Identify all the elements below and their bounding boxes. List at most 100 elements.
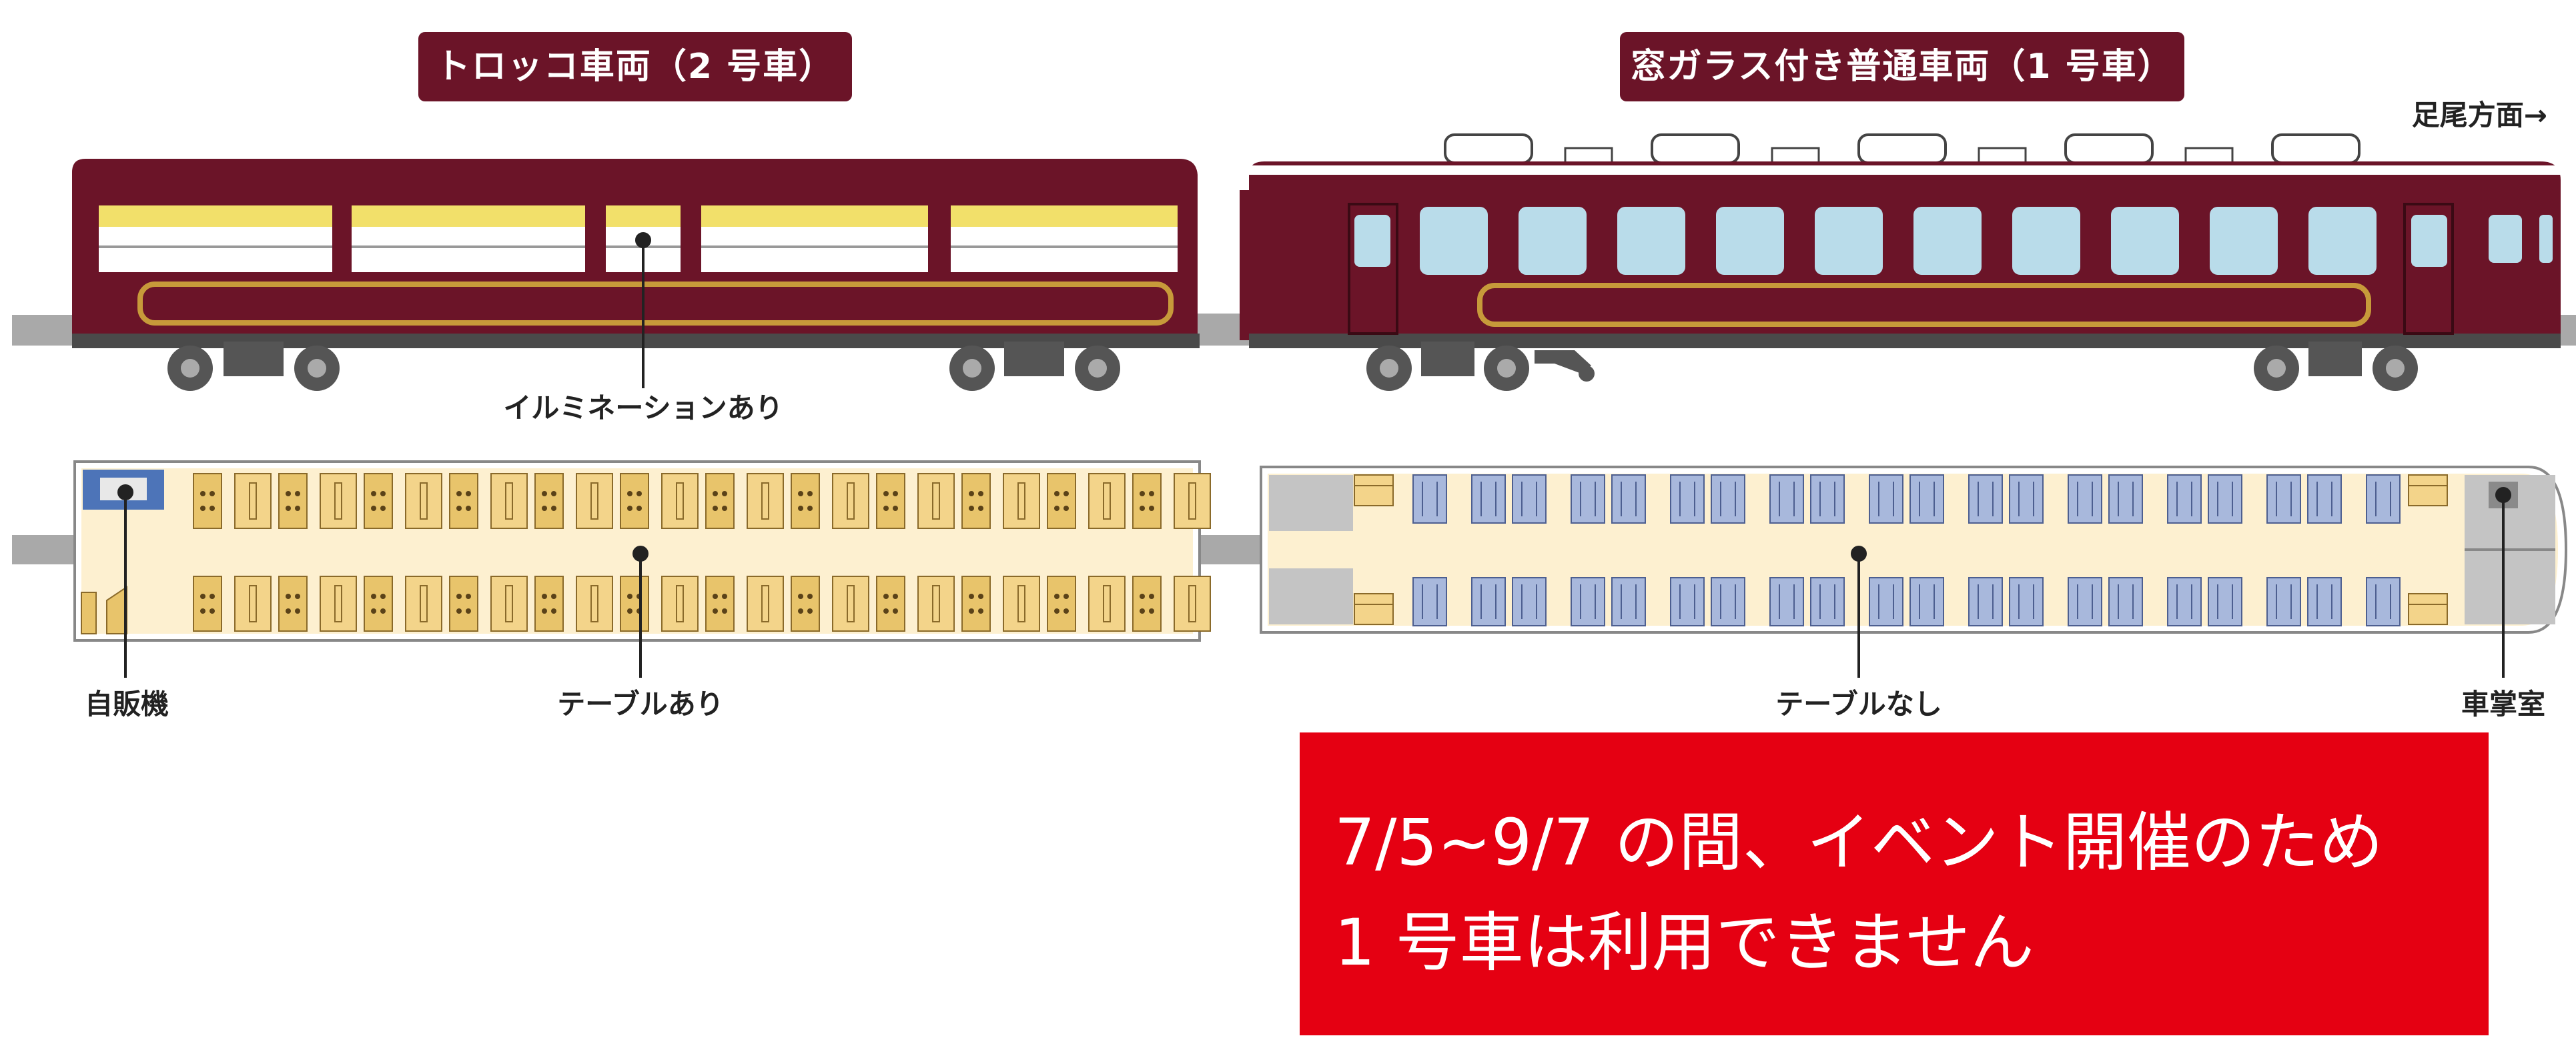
table	[1174, 576, 1211, 632]
cross-seat	[1869, 577, 1903, 626]
wood-seat	[278, 576, 308, 632]
car1-seats	[1354, 474, 2448, 626]
direction-label: 足尾方面→	[2412, 99, 2547, 131]
car2-title: トロッコ車両（2 号車）	[436, 47, 835, 87]
cross-seat	[2208, 577, 2242, 626]
cross-seat	[1909, 474, 1944, 524]
car1-plan-view	[1260, 466, 2568, 634]
table	[1174, 473, 1211, 529]
cross-seat	[2266, 474, 2301, 524]
cross-seat	[2068, 577, 2102, 626]
wood-seat	[620, 473, 649, 529]
wood-seat	[705, 473, 735, 529]
end-bench	[2408, 474, 2448, 506]
cross-seat	[1711, 577, 1745, 626]
cross-seat	[1769, 577, 1804, 626]
wood-seat	[1047, 473, 1076, 529]
cross-seat	[1909, 577, 1944, 626]
car1-windows	[1354, 207, 2553, 275]
car1-gold-stripe	[1477, 283, 2371, 327]
table	[917, 473, 955, 529]
wood-seat	[364, 473, 393, 529]
cross-seat	[2009, 474, 2044, 524]
table	[490, 576, 528, 632]
car2-side-view	[72, 159, 1200, 391]
wood-seat	[1132, 576, 1162, 632]
cross-seat	[2307, 577, 2342, 626]
cross-seat	[1571, 577, 1605, 626]
table	[320, 473, 357, 529]
table	[1088, 473, 1126, 529]
table	[576, 473, 613, 529]
cross-seat	[1670, 474, 1705, 524]
car2-bogie-rear	[949, 342, 1120, 391]
table	[234, 473, 272, 529]
car2-title-tag: トロッコ車両（2 号車）	[418, 32, 852, 101]
car2-open-windows	[99, 205, 1178, 272]
notice-line-2: 1 号車は利用できません	[1334, 905, 2034, 980]
table	[576, 576, 613, 632]
cross-seat	[2108, 577, 2143, 626]
vending-label: 自販機	[85, 688, 169, 720]
table-yes-label: テーブルあり	[557, 688, 723, 720]
wood-seat	[961, 576, 991, 632]
cross-seat	[1869, 474, 1903, 524]
car1-title-tag: 窓ガラス付き普通車両（1 号車）	[1620, 32, 2184, 101]
wood-seat	[449, 473, 478, 529]
cross-seat	[2366, 577, 2401, 626]
table	[405, 576, 442, 632]
table	[1003, 576, 1040, 632]
coupler	[1198, 314, 1244, 334]
wood-seat	[534, 473, 564, 529]
table	[320, 576, 357, 632]
table	[747, 576, 784, 632]
cross-seat	[1810, 474, 1845, 524]
table	[917, 576, 955, 632]
car1-bogie-rear	[2254, 342, 2418, 391]
car1-door-right	[2403, 203, 2454, 335]
wood-seat	[876, 473, 905, 529]
cross-seat	[1471, 577, 1506, 626]
table	[234, 576, 272, 632]
callouts	[117, 232, 2511, 678]
conductor-label: 車掌室	[2461, 688, 2545, 720]
end-bench	[1354, 593, 1394, 625]
wood-seat	[876, 576, 905, 632]
table	[832, 473, 869, 529]
table	[747, 473, 784, 529]
cross-seat	[1968, 474, 2003, 524]
cross-seat	[2167, 577, 2202, 626]
illumination-label: イルミネーションあり	[503, 392, 783, 424]
car2-gold-stripe	[137, 282, 1174, 326]
cross-seat	[2307, 474, 2342, 524]
table-no-label: テーブルなし	[1775, 688, 1942, 720]
cross-seat	[1412, 577, 1447, 626]
wood-seat	[961, 473, 991, 529]
cross-seat	[2208, 474, 2242, 524]
cross-seat	[2108, 474, 2143, 524]
table	[661, 576, 699, 632]
table	[1003, 473, 1040, 529]
cross-seat	[1611, 474, 1646, 524]
wood-seat	[1047, 576, 1076, 632]
cross-seat	[1711, 474, 1745, 524]
cross-seat	[1670, 577, 1705, 626]
cross-seat	[1611, 577, 1646, 626]
cross-seat	[2068, 474, 2102, 524]
car2-seats	[193, 473, 1211, 632]
car1-title: 窓ガラス付き普通車両（1 号車）	[1631, 47, 2173, 87]
table	[490, 473, 528, 529]
car1-door-left	[1348, 203, 1398, 335]
cross-seat	[1968, 577, 2003, 626]
notice-box: 7/5~9/7 の間、イベント開催のため 1 号車は利用できません	[1300, 732, 2489, 1035]
cross-seat	[2266, 577, 2301, 626]
wood-seat	[534, 576, 564, 632]
wood-seat	[364, 576, 393, 632]
cross-seat	[2009, 577, 2044, 626]
cross-seat	[1512, 577, 1547, 626]
car2-bogie-front	[167, 342, 340, 391]
cross-seat	[1512, 474, 1547, 524]
rail-plan-left	[12, 535, 79, 564]
wood-seat	[705, 576, 735, 632]
